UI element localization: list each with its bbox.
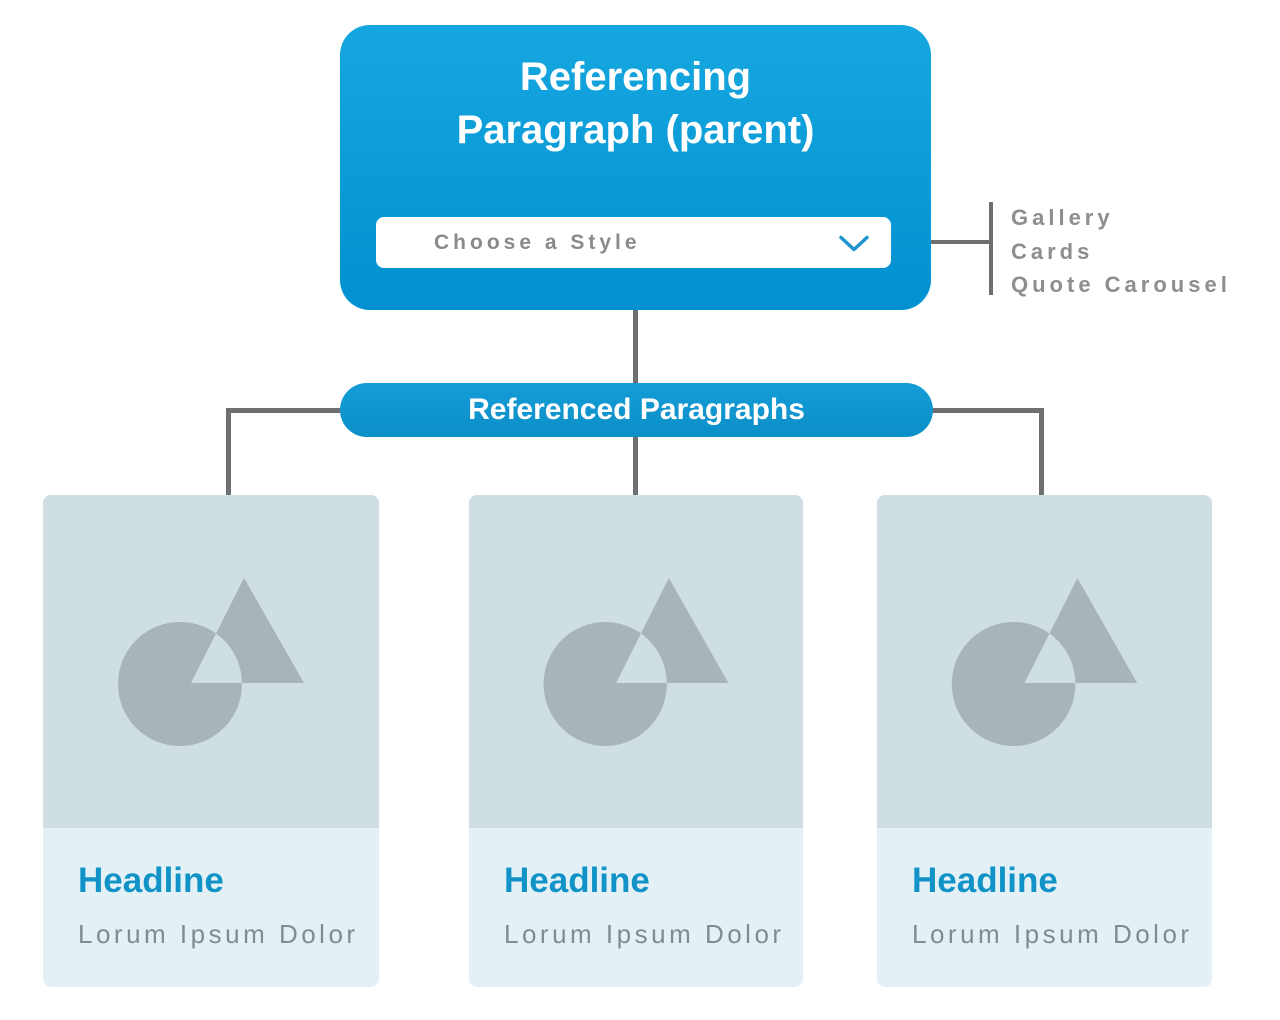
- connector-dropdown-to-options: [888, 240, 989, 244]
- card-image-placeholder: [43, 495, 379, 828]
- connector-right-vertical: [1039, 408, 1044, 495]
- options-bracket-line: [989, 202, 993, 295]
- referencing-paragraph-node: Referencing Paragraph (parent) Choose a …: [340, 25, 931, 310]
- card-subtext: Lorum Ipsum Dolor: [78, 919, 359, 949]
- style-dropdown[interactable]: Choose a Style: [376, 217, 891, 268]
- card-body: Headline Lorum Ipsum Dolor: [877, 828, 1212, 987]
- node-title: Referencing Paragraph (parent): [340, 51, 931, 157]
- style-option-cards: Cards: [1011, 238, 1094, 264]
- card-body: Headline Lorum Ipsum Dolor: [469, 828, 803, 987]
- chevron-down-icon: [839, 235, 869, 251]
- card-body: Headline Lorum Ipsum Dolor: [43, 828, 379, 987]
- card-image-placeholder: [877, 495, 1212, 828]
- referenced-card-3: Headline Lorum Ipsum Dolor: [877, 495, 1212, 987]
- connector-right-horizontal: [930, 408, 1044, 413]
- circle-triangle-placeholder-icon: [543, 578, 729, 747]
- referenced-paragraphs-pill: Referenced Paragraphs: [340, 383, 933, 437]
- node-title-line2: Paragraph (parent): [456, 108, 815, 152]
- referenced-paragraphs-label: Referenced Paragraphs: [468, 393, 805, 426]
- node-title-line1: Referencing: [519, 55, 752, 99]
- connector-left-horizontal: [226, 408, 342, 413]
- referenced-card-1: Headline Lorum Ipsum Dolor: [43, 495, 379, 987]
- card-image-placeholder: [469, 495, 803, 828]
- card-headline: Headline: [912, 861, 1058, 900]
- circle-triangle-placeholder-icon: [951, 578, 1138, 747]
- card-subtext: Lorum Ipsum Dolor: [504, 919, 785, 949]
- connector-pill-to-middle-card: [633, 435, 638, 495]
- referenced-card-2: Headline Lorum Ipsum Dolor: [469, 495, 803, 987]
- card-subtext: Lorum Ipsum Dolor: [912, 919, 1193, 949]
- card-headline: Headline: [504, 861, 650, 900]
- style-option-quote-carousel: Quote Carousel: [1011, 272, 1231, 297]
- connector-parent-to-pill: [633, 308, 638, 385]
- style-option-gallery: Gallery: [1011, 205, 1114, 230]
- style-options-list: Gallery Cards Quote Carousel: [1011, 201, 1231, 302]
- style-dropdown-label: Choose a Style: [434, 230, 641, 254]
- connector-left-vertical: [226, 408, 231, 495]
- card-headline: Headline: [78, 861, 224, 900]
- circle-triangle-placeholder-icon: [117, 578, 304, 747]
